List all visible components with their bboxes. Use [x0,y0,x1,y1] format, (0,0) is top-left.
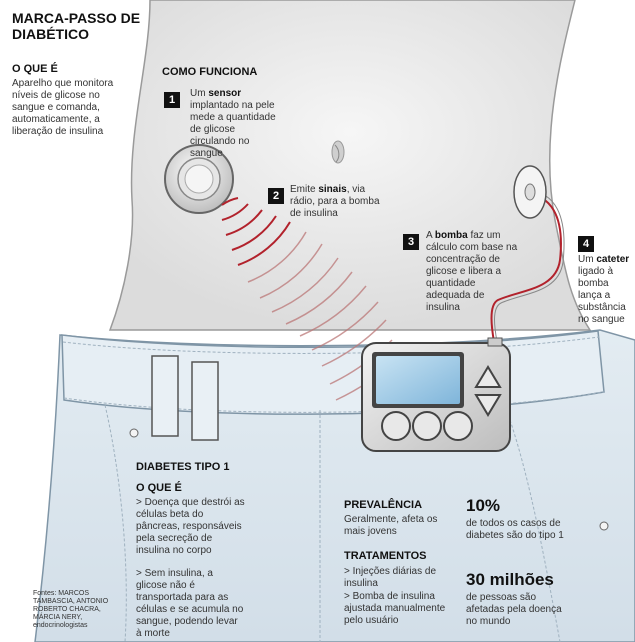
type1-sub-heading: O QUE É [136,482,182,494]
type1-heading: DIABETES TIPO 1 [136,461,230,473]
prevalence-heading: PREVALÊNCIA [344,499,423,511]
intro-heading: O QUE É [12,63,58,75]
navel [331,140,345,164]
type1-bullet-2: > Sem insulina, a glicose não é transpor… [136,568,244,639]
stat-1-label: de todos os casos de diabetes são do tip… [466,518,564,541]
sensor-device [164,144,234,214]
step-1-number: 1 [164,92,180,108]
treatments-heading: TRATAMENTOS [344,550,427,562]
belt-loop [191,361,219,441]
step-4-text: Um cateter ligado à bomba lança a substâ… [578,254,630,325]
treatment-item-1: > Injeções diárias de insulina [344,566,437,589]
catheter-pad [513,165,547,219]
step-1-text: Um sensor implantado na pele mede a quan… [190,88,276,159]
step-4-number: 4 [578,236,594,252]
catheter-tube [490,192,562,343]
stat-2-value: 30 milhões [466,570,554,589]
stat-1-value: 10% [466,496,501,515]
insulin-pump [361,337,511,452]
waistband [61,330,605,415]
torso-skin [108,0,592,331]
step-2-number: 2 [268,188,284,204]
radio-signal [221,197,291,266]
step-3-text: A bomba faz um cálculo com base na conce… [426,230,518,313]
step-3-number: 3 [403,234,419,250]
how-heading: COMO FUNCIONA [162,66,258,78]
step-2-text: Emite sinais, via rádio, para a bomba de… [290,184,380,219]
intro-text: Aparelho que monitora níveis de glicose … [12,78,114,137]
stat-2-label: de pessoas são afetadas pela doença no m… [466,592,562,627]
prevalence-text: Geralmente, afeta os mais jovens [344,514,438,537]
treatment-item-2: > Bomba de insulina ajustada manualmente… [344,591,446,626]
belt-loop [151,355,179,437]
page-title: MARCA-PASSO DE DIABÉTICO [12,10,141,42]
sources: Fontes: MARCOS TAMBASCIA, ANTONIO ROBERT… [33,590,109,629]
type1-bullet-1: > Doença que destrói as células beta do … [136,497,245,556]
